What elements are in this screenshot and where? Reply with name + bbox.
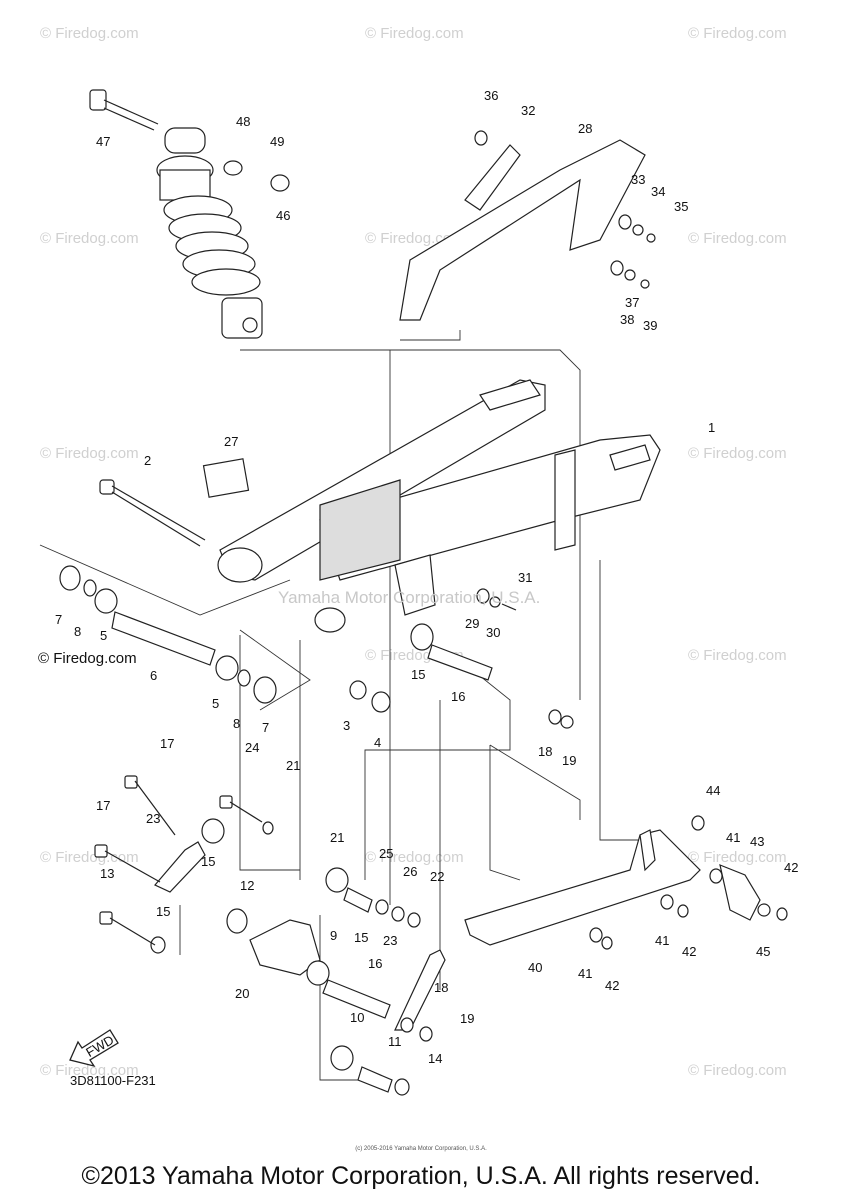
callout-46: 46	[276, 208, 290, 223]
callout-5: 5	[212, 696, 219, 711]
callout-41: 41	[578, 966, 592, 981]
callout-19: 19	[460, 1011, 474, 1026]
watermark-text: © Firedog.com	[40, 1062, 139, 1079]
shock-bolt	[89, 89, 159, 131]
watermark-text: © Firedog.com	[40, 25, 139, 42]
callout-33: 33	[631, 172, 645, 187]
callout-19: 19	[562, 753, 576, 768]
callout-18: 18	[434, 980, 448, 995]
callout-30: 30	[486, 625, 500, 640]
callout-35: 35	[674, 199, 688, 214]
callout-11: 11	[388, 1034, 402, 1049]
callout-44: 44	[706, 783, 720, 798]
pivot-shaft	[99, 479, 206, 547]
callout-48: 48	[236, 114, 250, 129]
callout-18: 18	[538, 744, 552, 759]
watermark-text: © Firedog.com	[40, 445, 139, 462]
callout-24: 24	[245, 740, 259, 755]
callout-8: 8	[233, 716, 240, 731]
callout-41: 41	[655, 933, 669, 948]
callout-42: 42	[784, 860, 798, 875]
callout-36: 36	[484, 88, 498, 103]
callout-8: 8	[74, 624, 81, 639]
callout-13: 13	[100, 866, 114, 881]
callout-42: 42	[682, 944, 696, 959]
callout-32: 32	[521, 103, 535, 118]
callout-28: 28	[578, 121, 592, 136]
callout-17: 17	[160, 736, 174, 751]
callout-25: 25	[379, 846, 393, 861]
caution-label	[202, 458, 250, 498]
callout-20: 20	[235, 986, 249, 1001]
callout-23: 23	[146, 811, 160, 826]
callout-39: 39	[643, 318, 657, 333]
callout-40: 40	[528, 960, 542, 975]
callout-17: 17	[96, 798, 110, 813]
callout-27: 27	[224, 434, 238, 449]
chain-case-upper	[399, 139, 646, 321]
relay-linkage	[150, 818, 446, 1096]
callout-15: 15	[201, 854, 215, 869]
linkage-bolts	[94, 775, 274, 946]
callout-42: 42	[605, 978, 619, 993]
callout-21: 21	[330, 830, 344, 845]
shock-nuts	[223, 160, 290, 192]
watermark-text: © Firedog.com	[40, 230, 139, 247]
callout-37: 37	[625, 295, 639, 310]
callout-15: 15	[411, 667, 425, 682]
callout-9: 9	[330, 928, 337, 943]
swingarm	[217, 379, 661, 633]
shock-absorber	[156, 127, 263, 339]
copyright-notice: ©2013 Yamaha Motor Corporation, U.S.A. A…	[81, 1162, 761, 1190]
callout-7: 7	[55, 612, 62, 627]
chain-case-hardware	[474, 130, 656, 289]
callout-31: 31	[518, 570, 532, 585]
callout-7: 7	[262, 720, 269, 735]
callout-1: 1	[708, 420, 715, 435]
chain-case-lower	[464, 815, 788, 950]
overlay-watermark-text: Yamaha Motor Corporation, U.S.A.	[278, 588, 540, 607]
callout-16: 16	[368, 956, 382, 971]
callout-12: 12	[240, 878, 254, 893]
callout-41: 41	[726, 830, 740, 845]
watermark-text: © Firedog.com	[40, 849, 139, 866]
callout-14: 14	[428, 1051, 442, 1066]
watermark-text: © Firedog.com	[688, 230, 787, 247]
callout-45: 45	[756, 944, 770, 959]
callout-6: 6	[150, 668, 157, 683]
callout-21: 21	[286, 758, 300, 773]
pivot-bushings	[59, 565, 277, 704]
callout-26: 26	[403, 864, 417, 879]
diagram-code: 3D81100-F231	[70, 1073, 156, 1088]
callout-22: 22	[430, 869, 444, 884]
watermark-text: © Firedog.com	[365, 25, 464, 42]
callout-4: 4	[374, 735, 381, 750]
callout-34: 34	[651, 184, 665, 199]
callout-3: 3	[343, 718, 350, 733]
center-collars	[349, 588, 574, 729]
firedog-label: © Firedog.com	[38, 650, 137, 667]
callout-47: 47	[96, 134, 110, 149]
watermark-text: © Firedog.com	[688, 849, 787, 866]
callout-49: 49	[270, 134, 284, 149]
forward-arrow-icon: FWD	[69, 1029, 119, 1068]
callout-10: 10	[350, 1010, 364, 1025]
callout-16: 16	[451, 689, 465, 704]
callout-15: 15	[354, 930, 368, 945]
callout-2: 2	[144, 453, 151, 468]
callout-23: 23	[383, 933, 397, 948]
callout-15: 15	[156, 904, 170, 919]
callout-29: 29	[465, 616, 479, 631]
parts-drawing: FWD	[39, 89, 788, 1096]
watermark-text: © Firedog.com	[688, 25, 787, 42]
callout-43: 43	[750, 834, 764, 849]
callout-38: 38	[620, 312, 634, 327]
watermark-text: © Firedog.com	[688, 445, 787, 462]
watermark-text: © Firedog.com	[688, 647, 787, 664]
callout-5: 5	[100, 628, 107, 643]
watermark-text: © Firedog.com	[688, 1062, 787, 1079]
micro-copyright: (c) 2005-2016 Yamaha Motor Corporation, …	[355, 1146, 487, 1152]
